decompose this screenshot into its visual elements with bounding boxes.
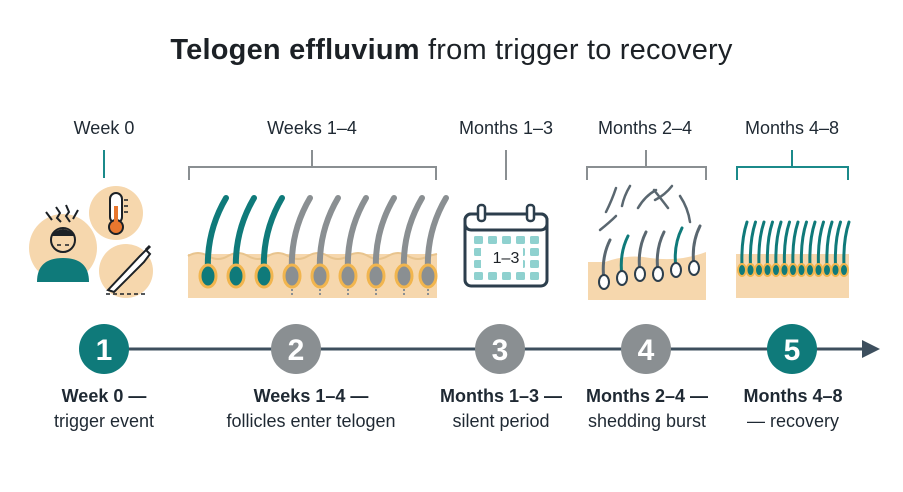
calendar-day-cell xyxy=(474,248,483,256)
calendar-icon: 1–3 xyxy=(463,203,549,288)
calendar-day-cell xyxy=(502,272,511,280)
regrowth-hair xyxy=(779,220,791,277)
caption-2: Weeks 1–4 — follicles enter telogen xyxy=(211,384,411,434)
shedding-hair xyxy=(652,230,666,282)
regrowth-hair xyxy=(762,220,774,277)
calendar-day-cell xyxy=(530,236,539,244)
caption-3-title: Months 1–3 — xyxy=(439,386,563,406)
calendar-day-cell xyxy=(530,260,539,268)
hair-follicle xyxy=(418,195,449,295)
calendar-day-cell xyxy=(502,236,511,244)
regrowth-hair xyxy=(796,220,808,277)
caption-4-title: Months 2–4 — xyxy=(585,386,709,406)
phase-label-4: Months 2–4 xyxy=(597,118,693,138)
calendar-day-cell xyxy=(530,248,539,256)
step-number-3: 3 xyxy=(492,334,509,367)
phase-label-1: Week 0 xyxy=(73,118,135,138)
stressed-person-icon xyxy=(29,204,97,282)
phase-label-2: Weeks 1–4 xyxy=(267,118,357,138)
caption-4-sub: shedding burst xyxy=(587,411,707,431)
shedding-hair xyxy=(670,226,684,278)
caption-3-sub: silent period xyxy=(452,411,550,431)
diagram-title: Telogen effluvium from trigger to recove… xyxy=(0,34,903,67)
calendar-day-cell xyxy=(488,272,497,280)
step-number-5: 5 xyxy=(784,334,801,367)
step-marker-3: 3 xyxy=(475,324,525,374)
hair-follicle xyxy=(198,195,229,289)
calendar-day-cell xyxy=(516,272,525,280)
scalpel-icon xyxy=(99,244,153,298)
step-marker-5: 5 xyxy=(767,324,817,374)
arrow-head-icon xyxy=(862,340,880,358)
caption-1-sub: trigger event xyxy=(53,411,155,431)
hair-follicle xyxy=(394,195,425,295)
calendar-range-text: 1–3 xyxy=(493,250,520,267)
shedding-illustration xyxy=(588,184,706,300)
title-bold: Telogen effluvium xyxy=(170,34,420,66)
hair-follicle xyxy=(366,195,397,295)
calendar-day-cell xyxy=(474,272,483,280)
step-number-2: 2 xyxy=(288,334,305,367)
step-marker-4: 4 xyxy=(621,324,671,374)
shedding-hair xyxy=(616,234,630,286)
caption-2-title: Weeks 1–4 — xyxy=(253,386,369,406)
shedding-hair xyxy=(688,224,702,276)
calendar-day-cell xyxy=(474,236,483,244)
shedding-hair xyxy=(598,238,612,290)
telogen-follicles-illustration xyxy=(187,195,449,298)
caption-4: Months 2–4 — shedding burst xyxy=(572,384,722,434)
hair-follicle xyxy=(310,195,341,295)
bracket-2 xyxy=(188,150,437,180)
caption-2-sub: follicles enter telogen xyxy=(226,411,396,431)
hair-follicle xyxy=(282,195,313,295)
regrowth-hair xyxy=(830,220,842,277)
shedding-hair xyxy=(634,230,648,282)
caption-1-title: Week 0 — xyxy=(61,386,147,406)
step-number-4: 4 xyxy=(638,334,655,367)
caption-5: Months 4–8 — recovery xyxy=(718,384,868,434)
caption-3: Months 1–3 — silent period xyxy=(426,384,576,434)
title-rest: from trigger to recovery xyxy=(419,34,733,66)
regrowth-hair xyxy=(839,220,851,277)
regrowth-hair xyxy=(745,220,757,277)
regrowth-hair xyxy=(813,220,825,277)
hair-follicle xyxy=(338,195,369,295)
caption-1: Week 0 — trigger event xyxy=(19,384,189,434)
calendar-day-cell xyxy=(474,260,483,268)
hair-follicle xyxy=(226,195,257,289)
regrowth-hair xyxy=(754,220,766,277)
step-number-1: 1 xyxy=(96,334,113,367)
phase-label-3: Months 1–3 xyxy=(458,118,554,138)
bracket-5 xyxy=(736,150,849,180)
thermometer-icon xyxy=(89,186,143,240)
calendar-day-cell xyxy=(488,236,497,244)
regrowth-hair xyxy=(788,220,800,277)
caption-5-sub: — recovery xyxy=(746,411,840,431)
regrowth-hair xyxy=(737,220,749,277)
step-marker-2: 2 xyxy=(271,324,321,374)
regrowth-hair xyxy=(822,220,834,277)
bracket-4 xyxy=(586,150,707,180)
calendar-day-cell xyxy=(530,272,539,280)
regrowth-hair xyxy=(805,220,817,277)
calendar-day-cell xyxy=(516,236,525,244)
regrowth-hair xyxy=(771,220,783,277)
regrowth-illustration xyxy=(736,220,851,298)
step-marker-1: 1 xyxy=(79,324,129,374)
phase-label-5: Months 4–8 xyxy=(744,118,840,138)
hair-follicle xyxy=(254,195,285,289)
caption-5-title: Months 4–8 xyxy=(743,386,843,406)
